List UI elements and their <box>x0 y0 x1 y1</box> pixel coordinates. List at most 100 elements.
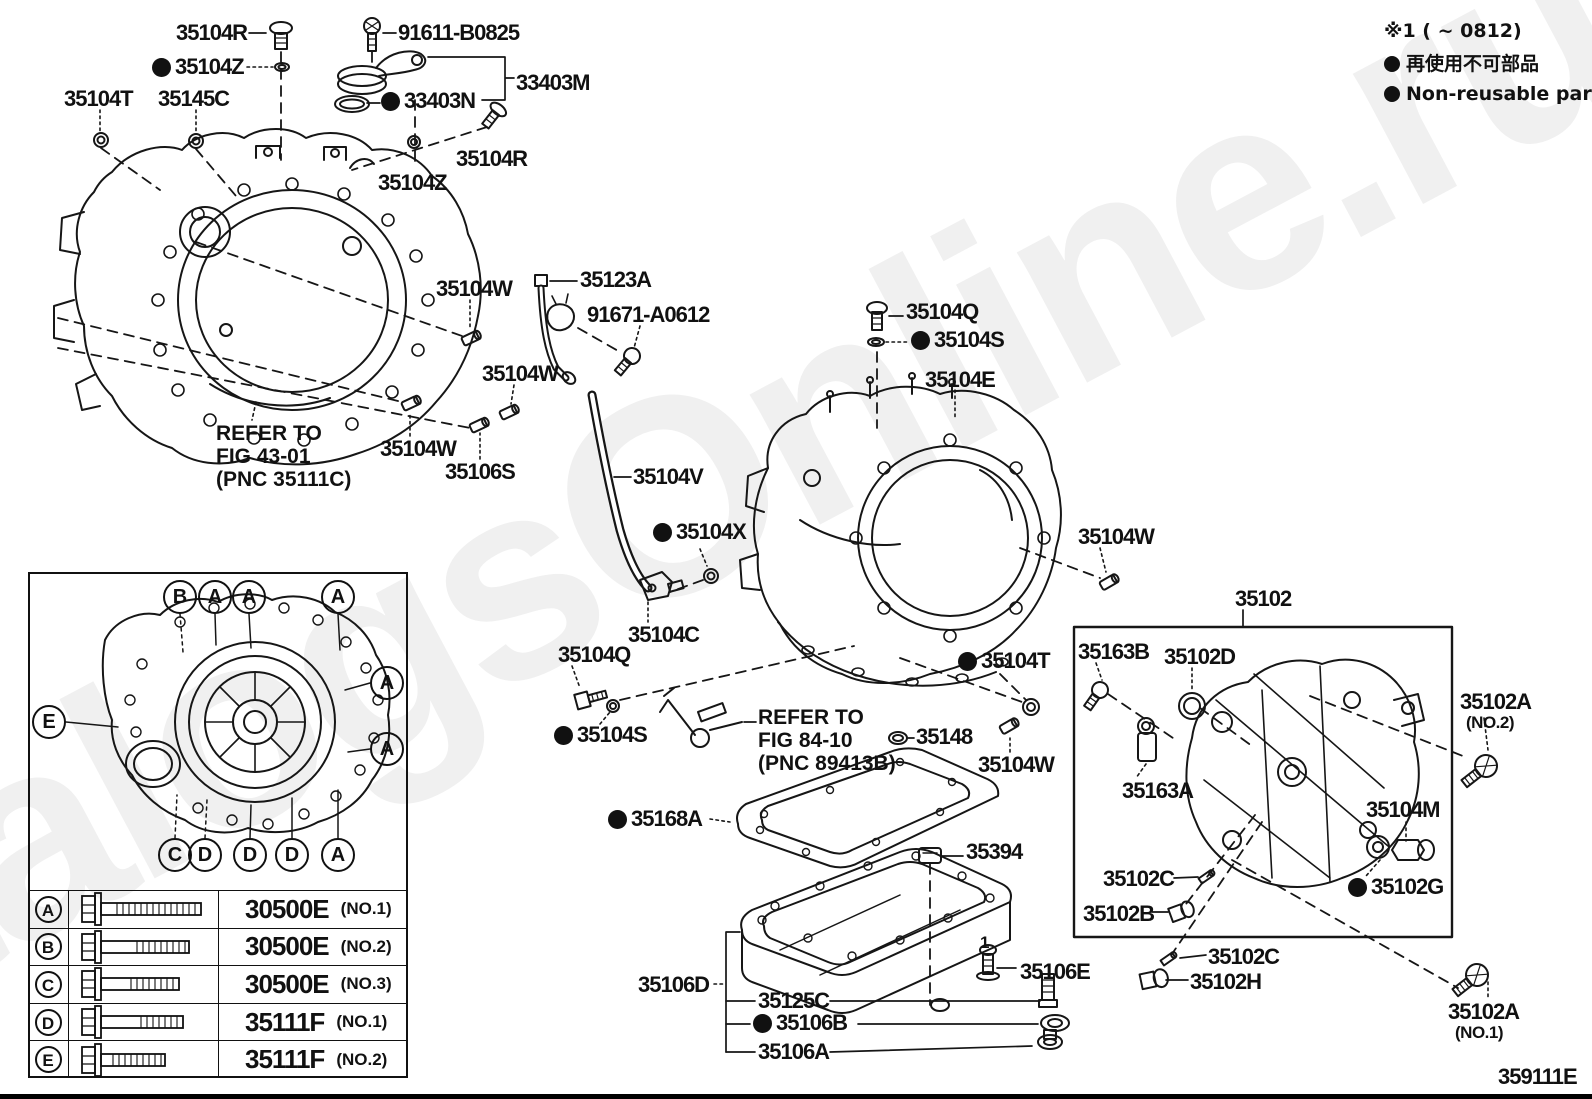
refer-line: FIG 84-10 <box>758 729 853 752</box>
non-reusable-dot-icon <box>152 58 171 77</box>
table-row: D 35111F(NO.1) <box>28 1002 408 1041</box>
part-label-33403m: 33403M <box>516 70 591 95</box>
part-label-text: 35104T <box>981 648 1051 673</box>
part-label-text: 35104S <box>577 722 648 747</box>
part-label-text: 35104X <box>676 519 747 544</box>
part-label-35104m: 35104M <box>1366 797 1441 822</box>
part-label-35163a: 35163A <box>1122 778 1194 803</box>
row-letter-badge: D <box>34 1008 62 1036</box>
row-letter-badge: C <box>34 970 62 998</box>
part-label-35102a-no1-suffix: (NO.1) <box>1455 1023 1504 1042</box>
part-label-35125c: 35125C <box>758 988 830 1013</box>
diagram-code: 359111E <box>1498 1064 1578 1089</box>
part-label-35104w-1: 35104W <box>436 276 513 301</box>
refer-line: REFER TO <box>216 422 322 445</box>
oil-filler-tube-drawing <box>534 274 685 601</box>
callout-a: A <box>321 580 355 614</box>
part-label-91611-b0825: 91611-B0825 <box>398 20 520 45</box>
part-label-35102c-1: 35102C <box>1103 866 1175 891</box>
row-part-no: (NO.2) <box>340 936 392 956</box>
part-label-text: 35168A <box>631 806 703 831</box>
non-reusable-dot-icon <box>381 92 400 111</box>
part-label-35104t-2: 35104T <box>958 648 1051 673</box>
callout-d: D <box>188 838 222 872</box>
part-label-35104r-2: 35104R <box>456 146 528 171</box>
legend: ※1 ( ~ 0812) 再使用不可部品 Non-reusable part <box>1384 20 1592 112</box>
part-label-35106s: 35106S <box>445 459 516 484</box>
part-label-33403n: 33403N <box>381 90 476 112</box>
legend-en-text: Non-reusable part <box>1406 83 1592 105</box>
refer-line: FIG 43-01 <box>216 445 311 468</box>
bolt-icon <box>80 967 180 1002</box>
part-label-35102h: 35102H <box>1190 969 1262 994</box>
sensor-91671-drawing <box>546 293 641 377</box>
part-label-35163b: 35163B <box>1078 639 1150 664</box>
part-label-35106a: 35106A <box>758 1039 830 1064</box>
row-part-number: 30500E <box>245 893 330 924</box>
row-part-no: (NO.2) <box>336 1049 388 1069</box>
non-reusable-dot-icon <box>653 523 672 542</box>
transaxle-case-middle-drawing <box>739 372 1062 687</box>
sensor-refer84-drawing <box>659 687 743 748</box>
part-label-35168a: 35168A <box>608 806 703 831</box>
part-label-35104w-5: 35104W <box>978 752 1055 777</box>
part-label-35148: 35148 <box>916 724 973 749</box>
part-label-35104q-1: 35104Q <box>906 299 979 324</box>
row-part-number: 30500E <box>245 931 330 962</box>
callout-e: E <box>32 705 66 739</box>
non-reusable-dot-icon <box>1384 56 1400 72</box>
part-label-text: 35106B <box>776 1010 848 1035</box>
row-part-number: 35111F <box>245 1044 325 1075</box>
leader-lines-dashed <box>57 51 1469 1006</box>
refer-fig-43-note: REFER TO FIG 43-01 (PNC 35111C) <box>216 422 351 491</box>
part-label-35102d: 35102D <box>1164 644 1236 669</box>
part-label-text: 35104S <box>934 327 1005 352</box>
row-part-number: 30500E <box>245 968 330 999</box>
part-label-35102: 35102 <box>1235 586 1292 611</box>
bolt-icon <box>80 929 190 964</box>
bolt-icon <box>80 1005 184 1039</box>
table-row: C 30500E(NO.3) <box>28 965 408 1003</box>
legend-jp-text: 再使用不可部品 <box>1406 53 1540 75</box>
bolt-icon <box>80 892 202 927</box>
part-label-35102c-2: 35102C <box>1208 944 1280 969</box>
callout-a: A <box>321 838 355 872</box>
part-label-35104z-1: 35104Z <box>152 54 245 79</box>
part-label-35102a-no2-suffix: (NO.2) <box>1466 713 1515 732</box>
leader-lines-solid <box>248 32 1244 1053</box>
transaxle-case-left-drawing <box>53 128 482 466</box>
part-label-35104q-2: 35104Q <box>558 642 631 667</box>
part-label-35102g: 35102G <box>1348 874 1444 899</box>
non-reusable-dot-icon <box>753 1014 772 1033</box>
part-label-35106b: 35106B <box>753 1010 848 1035</box>
row-letter-badge: E <box>34 1046 62 1074</box>
box-35102 <box>1072 625 1454 939</box>
part-label-35102a-no1: 35102A <box>1448 999 1520 1024</box>
part-label-35104w-2: 35104W <box>482 361 559 386</box>
legend-en: Non-reusable part <box>1384 83 1592 105</box>
part-label-35145c: 35145C <box>158 86 230 111</box>
refer-line: (PNC 89413B) <box>758 752 896 775</box>
oil-pan-drawing <box>740 848 1012 1014</box>
bolt-table: A 30500E(NO.1) B 30500E(NO.2) C 30500E(N… <box>28 890 408 1078</box>
part-label-35102a-no2: 35102A <box>1460 689 1532 714</box>
part-label-35123a: 35123A <box>580 267 652 292</box>
part-label-35104e: 35104E <box>925 367 996 392</box>
transaxle-case-right-drawing <box>1185 658 1425 888</box>
part-label-text: 35102G <box>1371 874 1444 899</box>
part-label-text: 35104Z <box>175 54 245 79</box>
part-label-35102b: 35102B <box>1083 901 1155 926</box>
part-label-35104v: 35104V <box>633 464 704 489</box>
part-label-35106e: 35106E <box>1020 959 1091 984</box>
callout-d: D <box>275 838 309 872</box>
table-row: E 35111F (NO.2) <box>28 1040 408 1078</box>
part-label-35104z-2: 35104Z <box>378 170 448 195</box>
non-reusable-dot-icon <box>958 652 977 671</box>
row-part-number: 35111F <box>245 1006 325 1037</box>
part-label-91671-a0612: 91671-A0612 <box>587 302 710 327</box>
legend-note: ※1 ( ~ 0812) <box>1384 20 1522 42</box>
table-row: A 30500E(NO.1) <box>28 890 408 928</box>
part-label-35104c: 35104C <box>628 622 700 647</box>
table-row: B 30500E(NO.2) <box>28 927 408 966</box>
